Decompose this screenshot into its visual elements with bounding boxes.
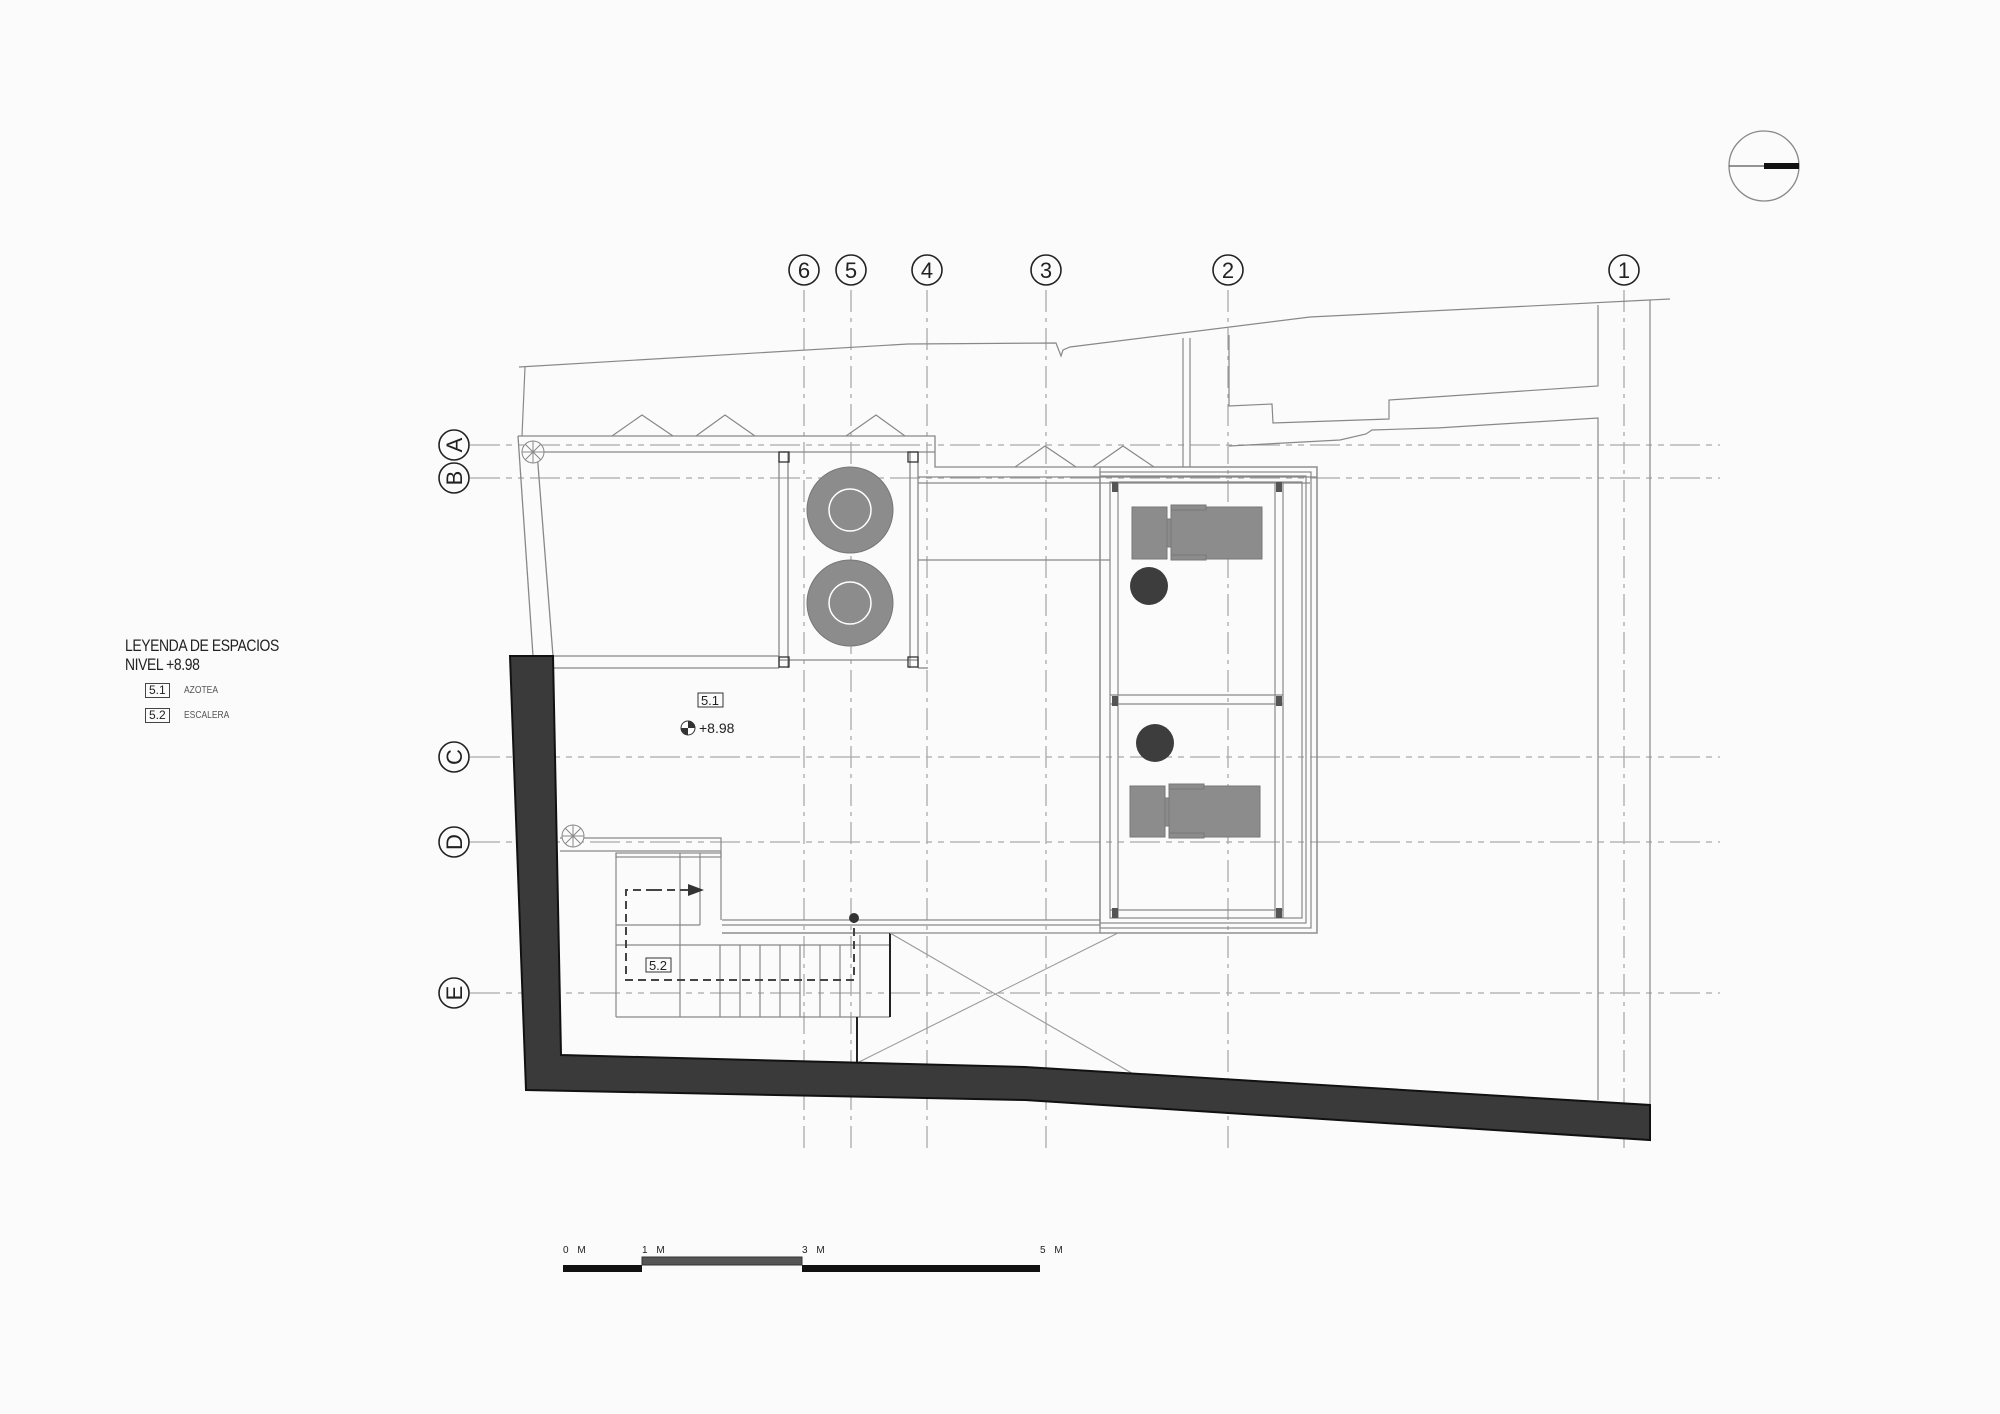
grid-label-1: 1: [1618, 258, 1630, 283]
roof-drain-2: [561, 824, 585, 848]
scale-label-1: 1 M: [642, 1245, 668, 1256]
legend-level: NIVEL +8.98: [125, 655, 200, 674]
level-value: +8.98: [699, 720, 735, 736]
level-marker-icon: [680, 720, 696, 736]
side-table-2: [1136, 724, 1174, 762]
legend-title: LEYENDA DE ESPACIOS: [125, 636, 279, 655]
scale-bar: [563, 1256, 1040, 1272]
stair: [560, 837, 890, 1018]
grid-columns: [803, 290, 1625, 1150]
grid-label-6: 6: [798, 258, 810, 283]
grid-label-a: A: [442, 437, 467, 452]
railing-post: [849, 913, 859, 923]
grid-label-e: E: [442, 986, 467, 1001]
legend-label: AZOTEA: [183, 684, 218, 696]
boundary-wall: [508, 655, 1651, 1142]
stair-direction-arrow: [688, 884, 704, 896]
pergola-column-marks: [1112, 482, 1282, 918]
side-table-1: [1130, 567, 1168, 605]
grid-label-d: D: [442, 834, 467, 850]
grid-label-c: C: [442, 749, 467, 765]
space-tag-5-1: 5.1: [701, 693, 719, 708]
grid-rows: [470, 444, 1720, 994]
grid-row-bubbles: [438, 429, 470, 1009]
grid-label-2: 2: [1222, 258, 1234, 283]
legend-label: ESCALERA: [183, 709, 230, 721]
scale-label-3: 3 M: [802, 1245, 828, 1256]
sun-lounger-1: [1131, 504, 1263, 561]
scale-label-0: 0 M: [563, 1245, 589, 1256]
grid-label-b: B: [442, 471, 467, 486]
grid-label-5: 5: [845, 258, 857, 283]
scale-label-5: 5 M: [1040, 1245, 1066, 1256]
grid-label-3: 3: [1040, 258, 1052, 283]
context-outline: [518, 298, 1671, 1105]
north-arrow-icon: [1728, 130, 1800, 202]
legend-item-azotea: 5.1 AZOTEA: [145, 681, 313, 699]
legend-item-escalera: 5.2 ESCALERA: [145, 706, 313, 724]
water-tank-1: [806, 466, 894, 554]
water-tank-2: [806, 559, 894, 647]
space-legend: LEYENDA DE ESPACIOS NIVEL +8.98 5.1 AZOT…: [125, 636, 313, 724]
sun-lounger-2: [1129, 783, 1261, 839]
pergola-structure: [722, 466, 1318, 934]
grid-column-bubbles: [788, 254, 1640, 286]
legend-code: 5.2: [145, 707, 170, 723]
legend-code: 5.1: [145, 682, 170, 698]
roof-drain-1: [521, 440, 545, 464]
grid-label-4: 4: [921, 258, 933, 283]
stair-path-dashed: [625, 889, 855, 981]
space-tag-5-2: 5.2: [649, 958, 667, 973]
void-cross: [856, 932, 1136, 1076]
